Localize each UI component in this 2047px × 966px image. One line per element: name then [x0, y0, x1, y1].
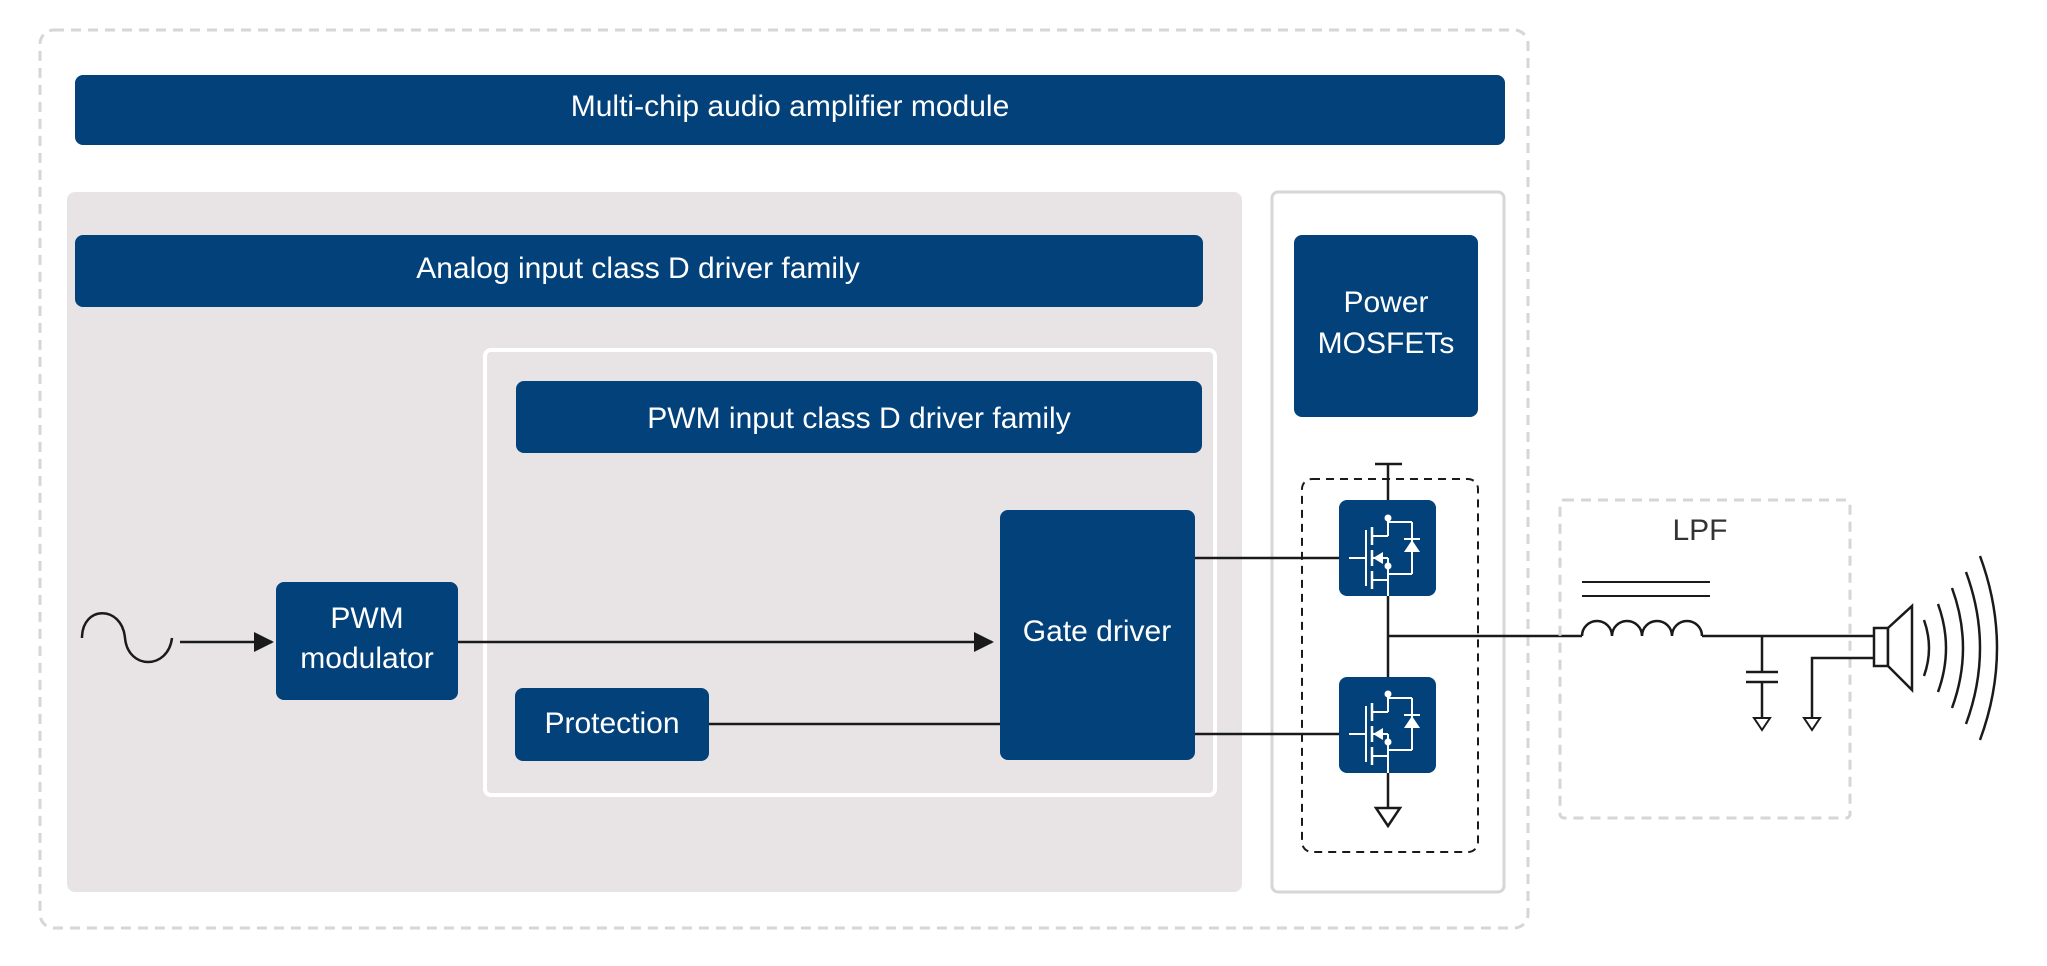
ground-icon [1373, 806, 1403, 829]
lpf-box [1558, 498, 1852, 820]
module-title-bar [75, 75, 1505, 145]
low-side-mosfet-icon [1339, 677, 1436, 773]
analog-family-label: Analog input class D driver family [416, 252, 860, 285]
sine-source-icon [80, 612, 174, 664]
pwm-modulator-line2: modulator [300, 642, 433, 675]
power-mosfets-line1: Power [1343, 286, 1428, 319]
lpf-label: LPF [1672, 514, 1727, 547]
speaker-ground-icon [1802, 656, 1874, 732]
pwm-family-label: PWM input class D driver family [647, 402, 1070, 435]
protection-block [515, 688, 709, 761]
pwm-modulator-line1: PWM [330, 602, 403, 635]
power-mosfets-block [1294, 235, 1478, 417]
pwm-modulator-block [276, 582, 458, 700]
mosfet-dashed-box [1301, 478, 1479, 853]
sound-waves-icon [1922, 555, 1999, 741]
capacitor-icon [1746, 636, 1778, 732]
analog-family-bar [75, 235, 1203, 307]
pwm-family-bar [516, 381, 1202, 453]
high-side-mosfet-icon [1339, 500, 1436, 596]
module-title: Multi-chip audio amplifier module [571, 90, 1010, 123]
module-outline [38, 28, 1530, 930]
speaker-icon [1872, 603, 1914, 694]
inductor-icon [1580, 619, 1704, 637]
power-mosfets-line2: MOSFETs [1318, 327, 1455, 360]
gate-driver-label: Gate driver [1023, 615, 1171, 648]
gate-driver-block [1000, 510, 1195, 760]
protection-label: Protection [544, 707, 679, 740]
